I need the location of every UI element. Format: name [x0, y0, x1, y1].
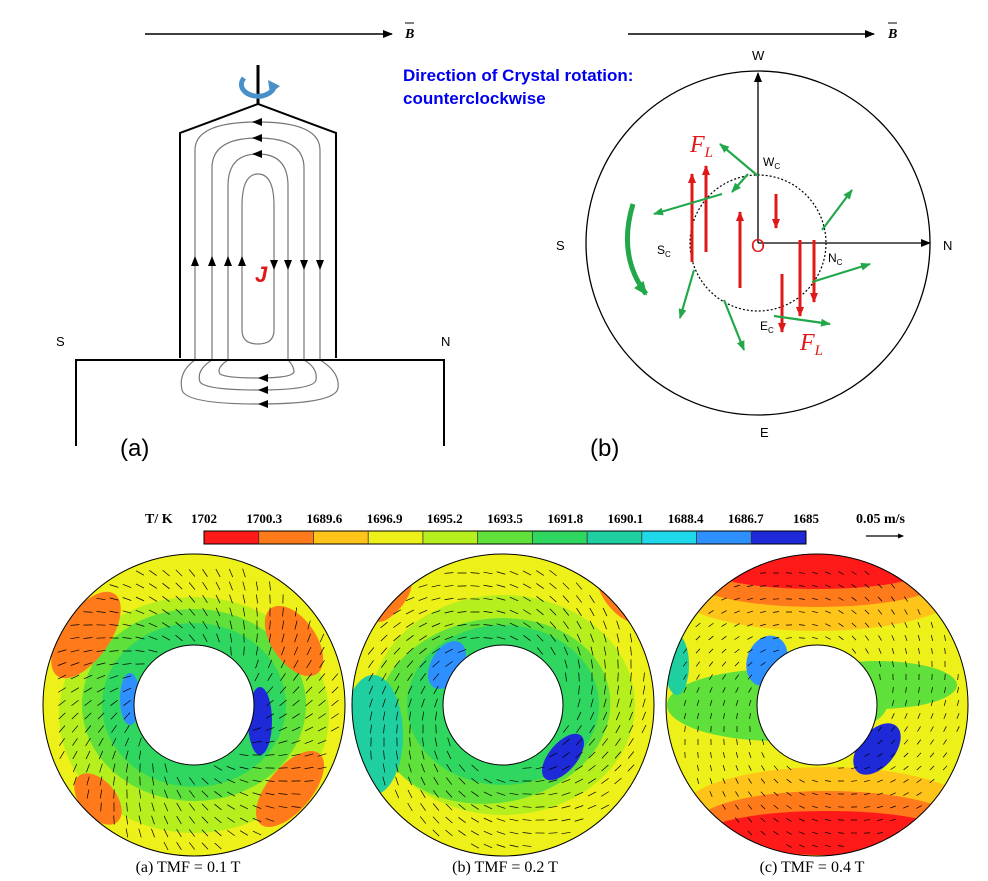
colorbar-segment: [532, 531, 588, 544]
center-o-label: O: [751, 236, 765, 256]
plot-caption: (c) TMF = 0.4 T: [760, 859, 865, 876]
colorbar-tick-label: 1702: [191, 511, 217, 526]
panel-b-diagram: B W E S N WC NC EC SC O FL FL: [556, 22, 952, 462]
force-label-bottom: FL: [799, 330, 823, 359]
panel-a-diagram: B: [56, 22, 450, 462]
plot-captions: (a) TMF = 0.1 T (b) TMF = 0.2 T (c) TMF = …: [136, 859, 865, 876]
colorbar-segment: [313, 531, 369, 544]
colorbar-tick-label: 1688.4: [668, 511, 704, 526]
colorbar-tick-labels: 1702 1700.3 1689.6 1696.9 1695.2 1693.5 1691.8…: [191, 511, 820, 526]
colorbar-segment: [422, 531, 479, 544]
velocity-vector-field: [367, 569, 647, 849]
velocity-vector-field: [57, 568, 340, 851]
crucible-boundary: [351, 553, 655, 857]
point-nc-label: NC: [828, 251, 843, 267]
plot-caption: (b) TMF = 0.2 T: [452, 859, 558, 876]
colorbar-segment: [204, 531, 260, 544]
crystal-boundary: [133, 644, 255, 766]
contour-plots: [42, 553, 969, 857]
pole-south-a: S: [56, 334, 65, 349]
crucible-boundary: [42, 553, 346, 857]
plot-caption: (a) TMF = 0.1 T: [136, 859, 241, 876]
lorentz-force-arrows: [688, 165, 818, 333]
point-sc-label: SC: [657, 243, 671, 259]
contour-plot-3: [665, 553, 969, 857]
contour-plot-1: [42, 553, 346, 857]
dir-north-label: N: [943, 238, 952, 253]
colorbar-tick-label: 1693.5: [487, 511, 523, 526]
colorbar-tick-label: 1690.1: [608, 511, 644, 526]
colorbar-tick-label: 1689.6: [307, 511, 343, 526]
annotation-line-2: counterclockwise: [403, 89, 546, 108]
colorbar-title: T/ K: [145, 512, 173, 527]
point-wc-label: WC: [763, 155, 780, 171]
colorbar-segment: [587, 531, 643, 544]
crystal-boundary: [442, 644, 564, 766]
colorbar-segment: [696, 531, 752, 544]
colorbar-segment: [258, 531, 314, 544]
crystal-rotation-annotation: Direction of Crystal rotation: countercl…: [403, 64, 633, 110]
crystal-outline: [179, 102, 337, 358]
force-label-top: FL: [689, 132, 713, 161]
colorbar-tick-label: 1696.9: [367, 511, 403, 526]
panel-b-label: (b): [590, 435, 619, 462]
b-field-label-left: B: [404, 27, 414, 42]
b-field-label-right: B: [887, 27, 897, 42]
colorbar-tick-label: 1700.3: [246, 511, 282, 526]
velocity-vector-field: [682, 570, 960, 848]
colorbar-tick-label: 1695.2: [427, 511, 463, 526]
dir-south-label: S: [556, 238, 565, 253]
colorbar-tick-label: 1691.8: [547, 511, 583, 526]
contour-plot-2: [351, 553, 655, 857]
colorbar-tick-label: 1686.7: [728, 511, 764, 526]
point-ec-label: EC: [760, 319, 774, 335]
colorbar-segments: [203, 530, 807, 545]
dir-east-label: E: [760, 425, 769, 440]
crystal-boundary: [756, 644, 878, 766]
rotation-direction-arrow: [625, 203, 649, 296]
colorbar-tick-label: 1685: [793, 511, 820, 526]
colorbar-segment: [751, 531, 807, 544]
dir-west-label: W: [752, 48, 765, 63]
colorbar-segment: [641, 531, 698, 544]
velocity-scale-label: 0.05 m/s: [856, 512, 906, 527]
colorbar-segment: [477, 531, 533, 544]
velocity-arrows: [653, 143, 871, 351]
colorbar-segment: [368, 531, 424, 544]
panel-a-label: (a): [120, 435, 149, 462]
current-direction-arrows: [191, 118, 324, 408]
annotation-line-1: Direction of Crystal rotation:: [403, 66, 634, 85]
current-density-label: J: [255, 262, 268, 287]
crucible-boundary: [665, 553, 969, 857]
crucible-outline: [75, 359, 445, 446]
pole-north-a: N: [441, 334, 450, 349]
colorbar-frame: [203, 530, 807, 545]
